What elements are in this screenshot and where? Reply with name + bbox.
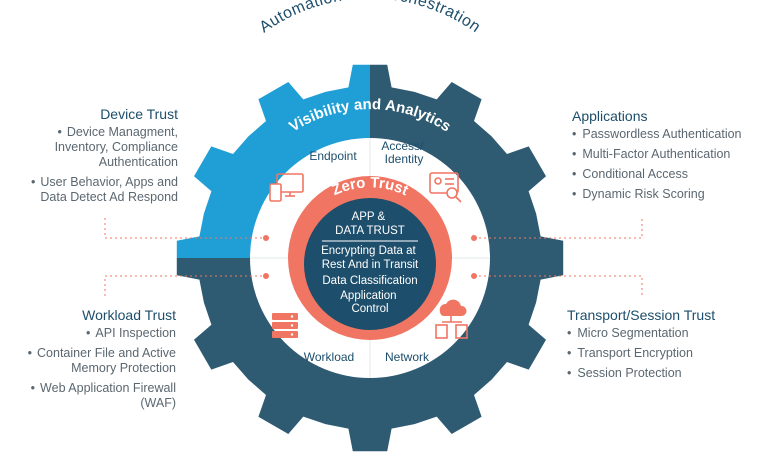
list-item: User Behavior, Apps and Data Detect Ad R…: [10, 175, 178, 205]
workload-trust-panel: Workload Trust API Inspection Container …: [10, 307, 176, 416]
connector-applications: [474, 218, 643, 239]
classification-text: Data Classification: [322, 275, 417, 287]
quadrant-network-label: Network: [385, 350, 430, 364]
list-item: Conditional Access: [572, 167, 757, 182]
list-item: Container File and Active Memory Protect…: [10, 346, 176, 376]
list-item: Micro Segmentation: [567, 326, 752, 341]
device-trust-list: Device Managment, Inventory, Compliance …: [10, 125, 178, 205]
list-item: Dynamic Risk Scoring: [572, 187, 757, 202]
list-item: Multi-Factor Authentication: [572, 147, 757, 162]
connector-transport: [474, 275, 643, 296]
encrypting-text: Encrypting Data at Rest And in Transit: [321, 245, 419, 271]
transport-session-list: Micro Segmentation Transport Encryption …: [567, 326, 752, 381]
quadrant-access-label: Access/ Identity: [381, 139, 426, 166]
app-control-text: Application Control: [340, 290, 399, 315]
device-trust-panel: Device Trust Device Managment, Inventory…: [10, 106, 178, 210]
connector-dots: [263, 235, 477, 279]
transport-session-title: Transport/Session Trust: [567, 307, 716, 323]
list-item: Device Managment, Inventory, Compliance …: [10, 125, 178, 170]
connector-dot: [263, 235, 269, 241]
id-card-icon: [429, 172, 462, 203]
connector-dot: [263, 273, 269, 279]
list-item: Passwordless Authentication: [572, 127, 757, 142]
devices-icon: [269, 173, 304, 202]
list-item: Web Application Firewall (WAF): [10, 381, 176, 411]
transport-session-panel: Transport/Session Trust Micro Segmentati…: [567, 307, 752, 386]
connector-workload: [104, 275, 266, 296]
list-item: API Inspection: [10, 326, 176, 341]
cloud-network-icon: [435, 299, 468, 339]
connector-device: [104, 218, 266, 239]
applications-list: Passwordless Authentication Multi-Factor…: [572, 127, 757, 202]
server-icon: [272, 313, 298, 338]
quadrant-workload-label: Workload: [304, 350, 354, 364]
workload-trust-title: Workload Trust: [82, 307, 176, 323]
connector-dot: [471, 273, 477, 279]
workload-trust-list: API Inspection Container File and Active…: [10, 326, 176, 411]
connector-dot: [471, 235, 477, 241]
quadrant-endpoint-label: Endpoint: [309, 149, 357, 163]
list-item: Transport Encryption: [567, 346, 752, 361]
zero-trust-core: [304, 198, 436, 330]
connectors: [104, 218, 643, 296]
automation-arc-title: Automation and Orchestration: [257, 0, 484, 36]
applications-title: Applications: [572, 108, 648, 124]
device-trust-title: Device Trust: [100, 106, 178, 122]
list-item: Session Protection: [567, 366, 752, 381]
applications-panel: Applications Passwordless Authentication…: [572, 108, 757, 207]
app-data-trust-text: APP & DATA TRUST: [335, 211, 405, 237]
